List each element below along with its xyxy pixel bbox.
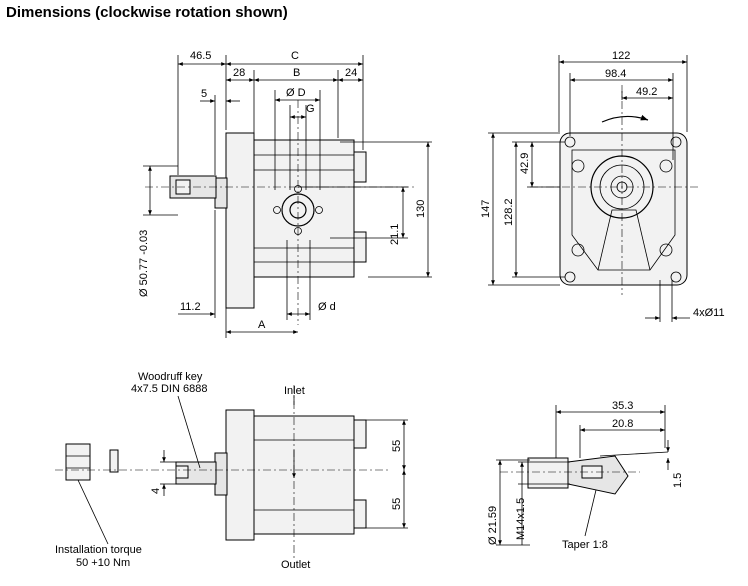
dim-128-2: 128.2 [503,198,515,226]
port-outer [281,193,315,227]
dim-122: 122 [612,50,630,62]
rear-boss-top [353,151,367,183]
shaft-stub [527,457,569,489]
inlet-label: Inlet [284,385,305,397]
dim-21-1: 21.1 [389,224,401,245]
rotation-arrow [601,114,649,123]
torque-label-1: Installation torque [55,544,142,556]
bottom-flange [225,409,255,541]
dim-35-3: 35.3 [612,400,633,412]
dim-diam-21-59: Ø 21.59 [487,506,499,545]
dim-b: B [293,67,300,79]
dim-5: 5 [201,88,207,100]
dim-46-5: 46.5 [190,50,211,62]
dim-4: 4 [150,488,162,494]
dim-28: 28 [233,67,245,79]
washer [109,449,119,473]
dim-diam-d-lower: Ø d [318,301,336,313]
bottom-view: Woodruff key 4x7.5 DIN 6888 Inlet Outlet… [55,371,408,571]
dim-diam-d-upper: Ø D [286,87,306,99]
side-view: 46.5 C 28 B 24 5 Ø D G 130 21.1 Ø 50.77 … [138,50,432,338]
bottom-boss-bottom [353,499,367,529]
taper-label: Taper 1:8 [562,539,608,551]
dim-42-9: 42.9 [519,153,531,174]
dim-24: 24 [345,67,357,79]
woodruff-label-1: Woodruff key [138,371,203,383]
torque-label-2: 50 +10 Nm [76,557,130,569]
shaft-detail: 35.3 20.8 1.5 Ø 21.59 M14x1.5 Taper 1:8 [487,400,684,551]
dim-m14x1-5: M14x1.5 [515,498,527,540]
rear-boss-bottom [353,231,367,263]
bottom-body [253,415,355,535]
dim-20-8: 20.8 [612,418,633,430]
front-view: 122 98.4 49.2 42.9 147 128.2 4xØ11 [480,50,725,322]
mounting-hole [571,159,585,173]
dim-1-5: 1.5 [672,473,684,488]
dim-11-2: 11.2 [180,301,201,313]
dim-a: A [258,319,266,331]
dim-55-bottom: 55 [391,498,403,510]
bottom-boss-top [353,419,367,449]
dim-holes: 4xØ11 [693,307,725,319]
dim-49-2: 49.2 [636,86,657,98]
flange-spigot [214,177,228,209]
dim-g: G [306,103,315,115]
dim-shaft-diameter: Ø 50.77 -0.03 [138,230,150,297]
dim-130: 130 [415,200,427,218]
bottom-spigot [214,452,228,496]
dim-147: 147 [480,200,492,218]
nut [65,443,91,481]
outlet-label: Outlet [281,559,310,571]
mounting-flange [225,132,255,309]
woodruff-label-2: 4x7.5 DIN 6888 [131,383,207,395]
mounting-hole [659,243,673,257]
mounting-hole [659,159,673,173]
mounting-hole [571,243,585,257]
dim-c: C [291,50,299,62]
page-title: Dimensions (clockwise rotation shown) [6,4,288,21]
dim-98-4: 98.4 [605,68,626,80]
dim-55-top: 55 [391,440,403,452]
pump-body [253,139,355,278]
